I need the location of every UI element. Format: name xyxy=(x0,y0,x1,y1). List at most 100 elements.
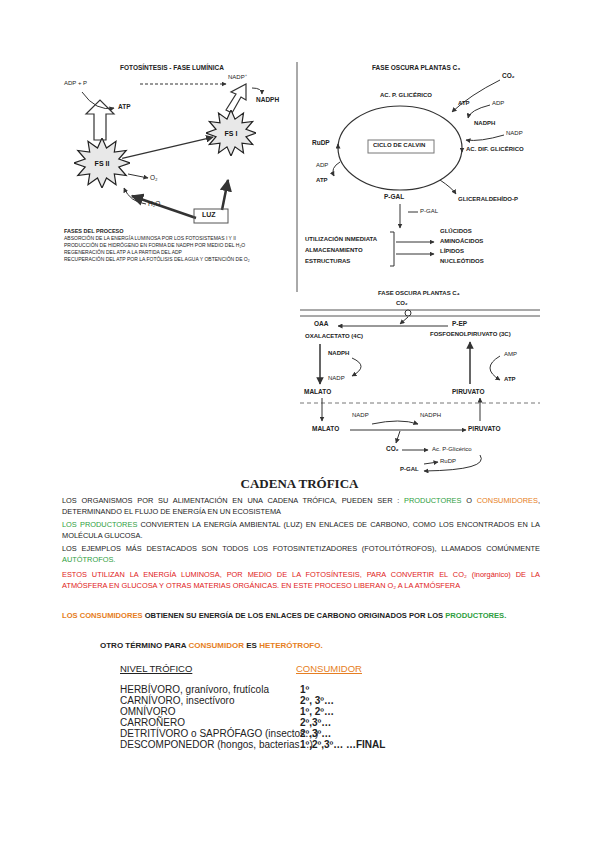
table-cell: 1º xyxy=(300,684,309,696)
body-text: LOS CONSUMIDORES xyxy=(62,611,143,620)
table-cell: 2º, 3º… xyxy=(300,695,334,707)
divider-line xyxy=(297,62,298,292)
diagram-label: CO₂ xyxy=(502,72,515,79)
diagram-label: LÍPIDOS xyxy=(440,248,464,255)
diagram-label: ATP xyxy=(458,100,470,107)
diagram-label: AC. DIF. GLICÉRICO xyxy=(466,146,524,153)
diagram-label: CO₂ xyxy=(396,300,408,307)
body-text: LOS EJEMPLOS MÁS DESTACADOS SON TODOS LO… xyxy=(62,544,540,553)
diagram-label: P-GAL xyxy=(384,193,404,200)
diagram-label: ATP xyxy=(504,376,516,383)
body-text: ES xyxy=(244,641,259,650)
body-text: PRODUCTORES xyxy=(404,496,461,505)
diagram-label: MALATO xyxy=(304,388,331,395)
diagram-label: AMINOÁCIDOS xyxy=(440,238,483,245)
diagram-label: LUZ xyxy=(202,211,216,219)
table-cell: NIVEL TRÓFICO xyxy=(120,664,192,675)
membrane-line xyxy=(300,316,540,317)
diagram-label: FASES DEL PROCESO xyxy=(64,228,124,234)
diagram-label: CICLO DE CALVIN xyxy=(373,142,425,149)
table-cell: CARNÍVORO, insectívoro xyxy=(120,695,234,707)
node-label: FS I xyxy=(206,130,256,137)
table-cell: 1º, 2º… xyxy=(300,706,334,718)
diagram-label: NADP xyxy=(506,130,523,137)
table-cell: DESCOMPONEDOR (hongos, bacterias…) xyxy=(120,739,313,751)
table-cell: OMNÍVORO xyxy=(120,706,176,718)
diagram-label: ADP xyxy=(492,100,504,107)
cycle-box xyxy=(368,140,434,153)
diagram-label: RuDP xyxy=(312,139,330,146)
diagram-label: NADPH xyxy=(474,120,495,127)
diagram-label: NADP xyxy=(328,375,345,382)
paragraph: LOS PRODUCTORES CONVIERTEN LA ENERGÍA AM… xyxy=(62,520,540,541)
table-cell: CARROÑERO xyxy=(120,717,185,729)
body-text: CONSUMIDOR xyxy=(188,641,244,650)
diagram-label: FASE OSCURA PLANTAS C₃ xyxy=(372,64,460,71)
diagram-label: REGENERACIÓN DEL ATP A LA PARTIDA DEL AD… xyxy=(64,250,296,256)
table-cell: 2º,3º… xyxy=(300,728,331,740)
diagram-label: P-GAL xyxy=(400,466,419,473)
diagram-label: ALMACENAMIENTO xyxy=(305,247,363,254)
oxygen-arrow xyxy=(128,174,148,178)
co2-arrow xyxy=(452,80,500,112)
diagram-label: NADP xyxy=(352,412,369,419)
diagram-label: P-EP xyxy=(452,320,467,327)
body-text: AUTÓTROFOS. xyxy=(62,555,115,564)
paragraph: LOS ORGANISMOS POR SU ALIMENTACIÓN EN UN… xyxy=(62,496,540,517)
paragraph: OTRO TÉRMINO PARA CONSUMIDOR ES HETERÓTR… xyxy=(100,640,540,652)
diagram-label: ADP xyxy=(316,162,328,169)
body-text: O xyxy=(461,496,476,505)
diagram-label: ABSORCIÓN DE LA ENERGÍA LUMINOSA POR LOS… xyxy=(64,236,296,242)
body-text: OTRO TÉRMINO PARA xyxy=(100,641,188,650)
diagram-label: O₂ xyxy=(150,174,158,181)
diagram-label: NADPH xyxy=(328,350,349,357)
separator xyxy=(300,403,540,404)
hollow-arrow xyxy=(226,84,246,113)
light-arrow xyxy=(132,196,196,218)
membrane-line xyxy=(300,310,540,311)
diagram-label: MALATO xyxy=(312,425,339,432)
node-label: FS II xyxy=(74,160,130,167)
table-cell: 2º,3º… xyxy=(300,717,331,729)
electron-flow-arrow xyxy=(122,137,213,158)
diagram-label: OAA xyxy=(314,320,328,327)
table-cell: DETRITÍVORO o SAPRÓFAGO (insectos…) xyxy=(120,728,318,740)
body-text: CONSUMIDORES xyxy=(477,496,538,505)
diagram-label: FASE OSCURA PLANTAS C₄ xyxy=(378,290,460,297)
table-cell: 1º,2º,3º… …FINAL xyxy=(300,739,385,751)
diagram-label: ADP + P xyxy=(64,80,87,87)
table-cell: HERBÍVORO, granívoro, frutícola xyxy=(120,684,269,696)
diagram-label: PIRUVATO xyxy=(468,425,501,432)
diagram-label: GLICERALDEHÍDO-P xyxy=(458,196,518,203)
diagram-label: RECUPERACIÓN DEL ATP POR LA FOTÓLISIS DE… xyxy=(64,257,296,263)
diagram-label: FOTOSÍNTESIS - FASE LUMÍNICA xyxy=(120,64,224,71)
diagram-label: PIRUVATO xyxy=(452,388,485,395)
diagram-label: AMP xyxy=(504,351,517,358)
photosystem-star: FS I xyxy=(206,110,256,156)
bracket xyxy=(390,232,394,266)
paragraph: LOS EJEMPLOS MÁS DESTACADOS SON TODOS LO… xyxy=(62,544,540,565)
diagram-label: ATP xyxy=(316,177,328,184)
diagram-label: NADPH xyxy=(420,412,441,419)
diagram-label: NUCLEÓTIDOS xyxy=(440,258,484,265)
body-text: OBTIENEN SU ENERGÍA DE LOS ENLACES DE CA… xyxy=(143,611,446,620)
diagram-label: GLÚCIDOS xyxy=(440,228,472,235)
diagram-label: NADPH xyxy=(256,96,279,103)
hollow-arrow xyxy=(86,100,114,140)
light-box xyxy=(194,209,228,223)
paragraph: ESTOS UTILIZAN LA ENERGÍA LUMINOSA, POR … xyxy=(62,570,540,591)
diagram-label: FOSFOENOLPIRUVATO (3C) xyxy=(430,331,511,338)
body-text: PRODUCTORES. xyxy=(445,611,506,620)
body-text: ESTOS UTILIZAN LA ENERGÍA LUMINOSA, POR … xyxy=(62,570,540,590)
body-text: HETERÓTROFO. xyxy=(259,641,323,650)
atp-arrow xyxy=(82,92,114,109)
diagram-label: ATP xyxy=(118,103,131,110)
paragraph: LOS CONSUMIDORES OBTIENEN SU ENERGÍA DE … xyxy=(62,610,540,621)
diagram-label: P-GAL xyxy=(420,208,438,215)
body-text: LOS PRODUCTORES xyxy=(62,520,137,529)
diagram-label: AC. P. GLICÉRICO xyxy=(380,92,432,99)
table-cell: CONSUMIDOR xyxy=(296,664,362,675)
